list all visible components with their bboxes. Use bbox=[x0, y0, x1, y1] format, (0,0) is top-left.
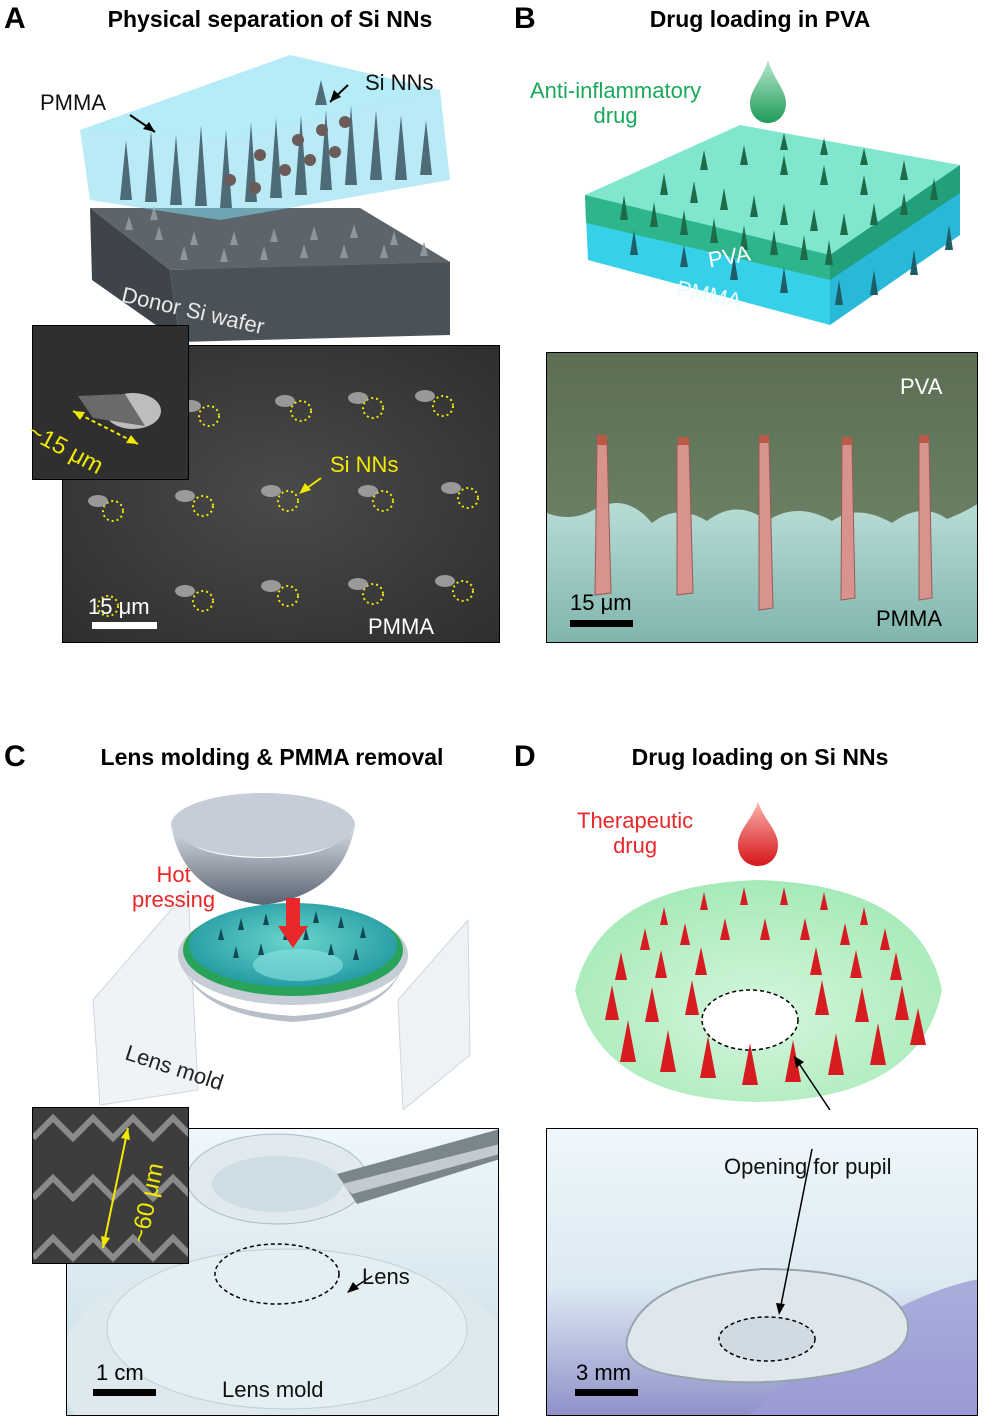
panel-a-sem-material: PMMA bbox=[368, 614, 434, 639]
panel-a-title: Physical separation of Si NNs bbox=[107, 6, 433, 32]
panel-b-sem-pmma: PMMA bbox=[876, 606, 942, 631]
panel-d-photo-opening: Opening for pupil bbox=[724, 1154, 892, 1179]
panel-d-schematic bbox=[560, 800, 980, 1110]
panel-a-schematic bbox=[30, 30, 470, 345]
panel-d-photo-scale-label: 3 mm bbox=[576, 1360, 631, 1385]
panel-d-drug-label: Therapeutic drug bbox=[577, 808, 694, 859]
panel-b-scale-bar bbox=[570, 620, 633, 627]
panel-a-sem-si-nns: Si NNs bbox=[330, 452, 399, 477]
panel-c-photo-scale-label: 1 cm bbox=[96, 1360, 144, 1385]
panel-b-sem-scale-label: 15 μm bbox=[570, 590, 632, 615]
panel-c-schematic bbox=[88, 790, 483, 1110]
panel-c-photo-lens: Lens bbox=[362, 1264, 410, 1289]
panel-d-photo bbox=[546, 1128, 978, 1416]
panel-a-sem-image bbox=[62, 345, 500, 643]
panel-b-schematic bbox=[540, 55, 980, 345]
panel-a-scale-bar bbox=[92, 622, 157, 629]
panel-d-scale-bar bbox=[575, 1389, 638, 1396]
panel-b-letter: B bbox=[514, 2, 536, 35]
panel-b-sem-pva: PVA bbox=[900, 374, 943, 399]
panel-c-scale-bar bbox=[93, 1389, 156, 1396]
panel-c-hot-pressing: Hot pressing bbox=[132, 862, 216, 913]
panel-b-title: Drug loading in PVA bbox=[649, 6, 871, 32]
panel-b-drug-label: Anti-inflammatory drug bbox=[530, 78, 702, 129]
panel-c-title: Lens molding & PMMA removal bbox=[100, 744, 444, 770]
panel-a-pmma-label: PMMA bbox=[40, 90, 106, 115]
panel-d-letter: D bbox=[514, 740, 536, 773]
panel-a-letter: A bbox=[4, 2, 26, 35]
panel-b-sem-image bbox=[546, 352, 978, 643]
panel-c-photo-lens-mold: Lens mold bbox=[222, 1377, 324, 1402]
panel-a-si-nns-label: Si NNs bbox=[365, 70, 434, 95]
panel-c-inset-image bbox=[32, 1107, 189, 1264]
panel-a-sem-scale-label: 15 μm bbox=[88, 594, 150, 619]
panel-d-title: Drug loading on Si NNs bbox=[631, 744, 889, 770]
panel-c-letter: C bbox=[4, 740, 26, 773]
panel-c-photo bbox=[66, 1128, 499, 1416]
panel-a-inset-image bbox=[32, 325, 189, 480]
